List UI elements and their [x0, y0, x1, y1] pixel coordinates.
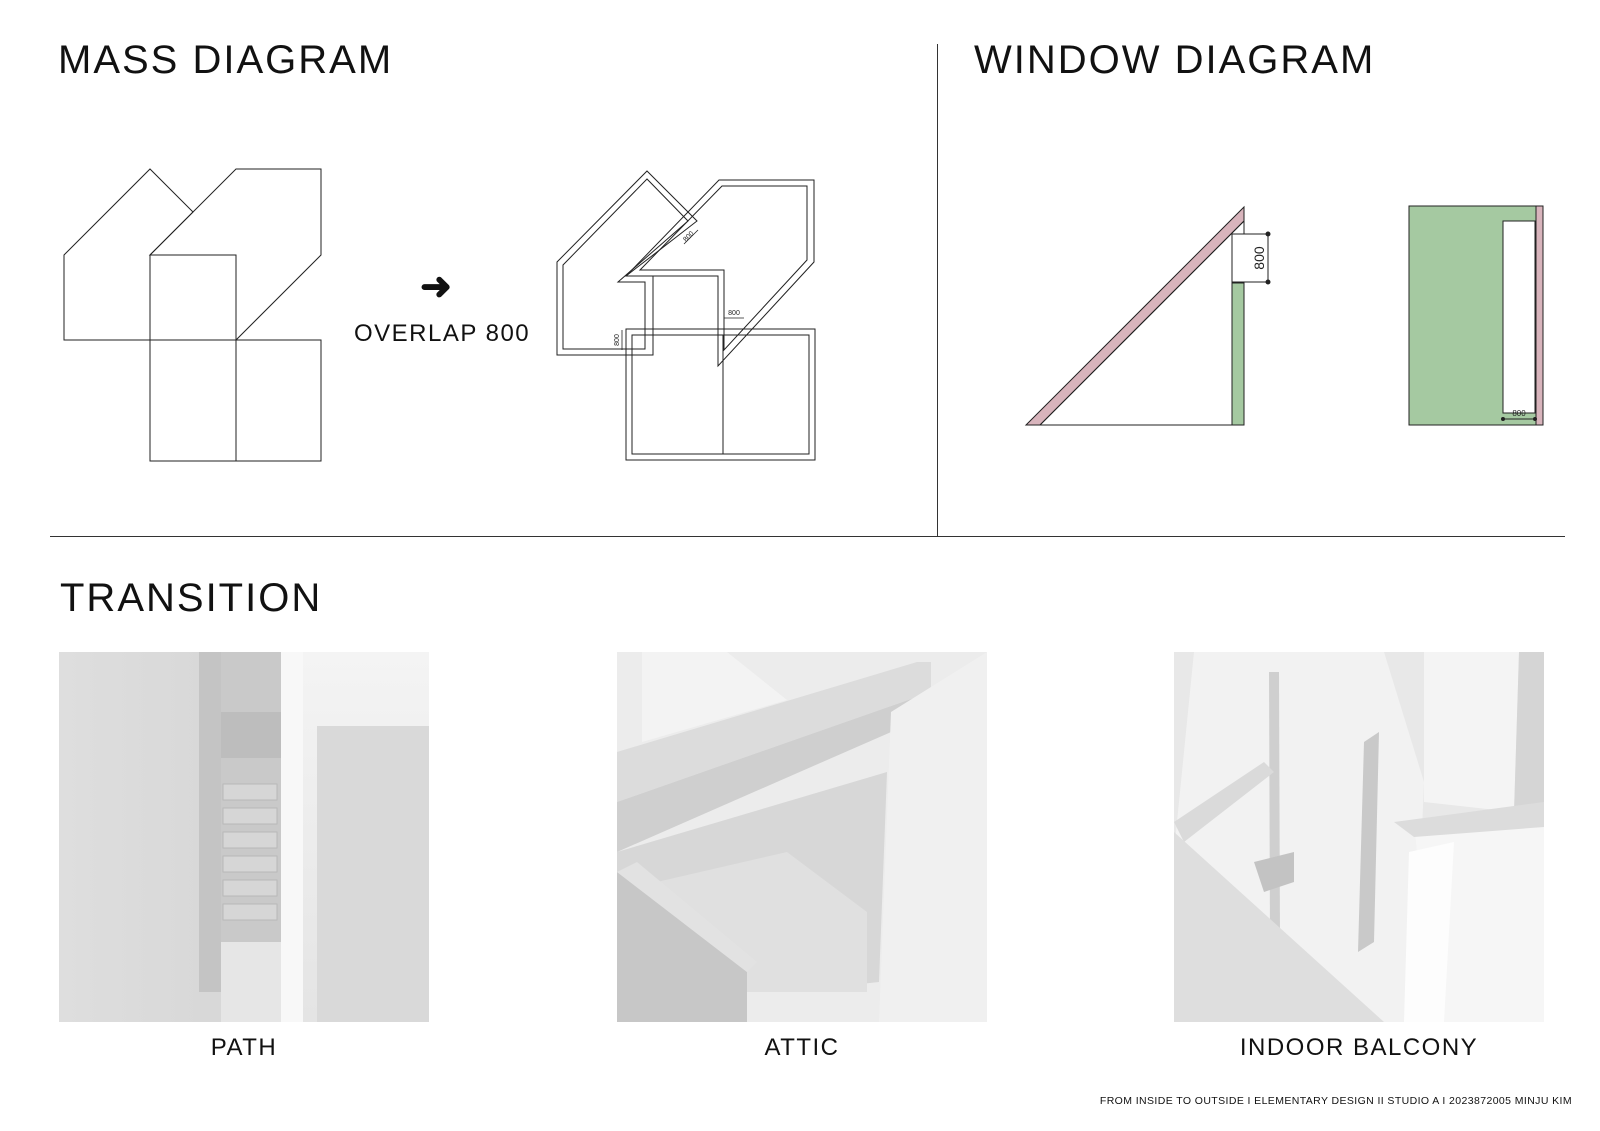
window-diagram-title: WINDOW DIAGRAM	[974, 38, 1376, 82]
render-path	[59, 652, 429, 1022]
overlap-volume-bottom-outer	[625, 328, 816, 461]
vertical-divider	[937, 44, 938, 536]
roof-slope	[1024, 205, 1245, 426]
footer-credit: FROM INSIDE TO OUTSIDE I ELEMENTARY DESI…	[1099, 1095, 1572, 1107]
caption-attic: ATTIC	[764, 1034, 840, 1061]
mass-diagram-title: MASS DIAGRAM	[58, 38, 394, 82]
caption-indoor-balcony: INDOOR BALCONY	[1239, 1034, 1479, 1061]
horizontal-divider	[50, 536, 1565, 537]
overlap-volume-left-inner	[562, 178, 689, 350]
window-opening-section	[1231, 233, 1269, 283]
section-floor-outline	[1038, 219, 1245, 426]
mass-diagram-drawings: 800 800 800 800 800	[63, 168, 1544, 462]
overlap-label: OVERLAP 800	[354, 320, 531, 347]
overlap-dim-horizontal: 800	[728, 310, 740, 317]
render-indoor-balcony	[1174, 652, 1544, 1022]
section-window-dimension: 800	[1251, 246, 1267, 270]
mass-overlap-volumes	[556, 170, 816, 461]
overlap-volume-right-outer	[624, 179, 815, 368]
overlap-volume-bottom-inner	[631, 334, 810, 455]
overlap-dim-vertical: 800	[614, 334, 621, 346]
transition-title: TRANSITION	[60, 576, 323, 620]
elevation-window-opening	[1502, 220, 1536, 414]
render-attic	[617, 652, 987, 1022]
window-green-section	[1231, 282, 1245, 426]
overlap-dimension-ticks	[621, 229, 744, 350]
overlap-volume-left-outer	[556, 170, 698, 356]
caption-path: PATH	[210, 1034, 278, 1061]
window-elevation	[1408, 205, 1544, 426]
elevation-window-dimension: 800	[1512, 409, 1526, 418]
overlap-volume-right-inner	[638, 185, 808, 352]
mass-volume-bottom	[149, 254, 322, 462]
arrow-right-icon: ➜	[420, 266, 452, 308]
window-section	[1024, 205, 1271, 426]
elevation-roof-strip	[1535, 205, 1544, 426]
mass-original-volumes	[63, 168, 322, 462]
overlap-dim-diagonal: 800	[682, 230, 695, 243]
